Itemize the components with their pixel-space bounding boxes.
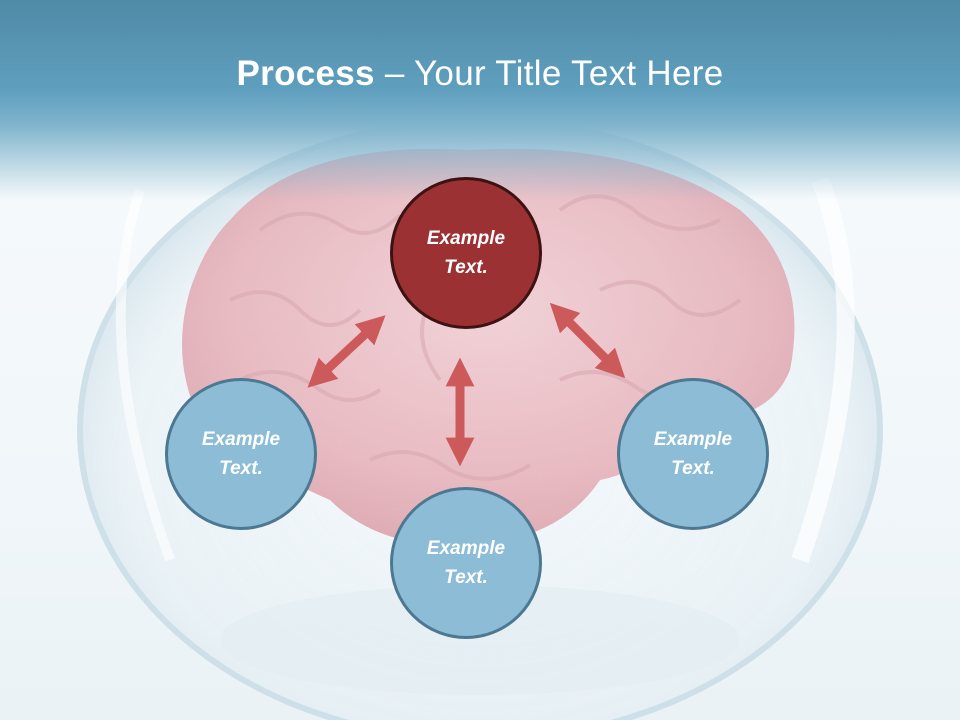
node-bottom-line2: Text. <box>444 567 488 588</box>
node-bottom: Example Text. <box>390 487 542 639</box>
header-band <box>0 0 960 200</box>
slide-title: Process – Your Title Text Here <box>0 54 960 94</box>
node-top-line1: Example <box>426 228 506 249</box>
node-left: Example Text. <box>165 378 317 530</box>
node-right-line2: Text. <box>671 458 715 479</box>
node-right-line1: Example <box>653 429 733 450</box>
node-top-line2: Text. <box>444 257 488 278</box>
node-right: Example Text. <box>617 378 769 530</box>
node-top: Example Text. <box>390 177 542 329</box>
node-left-line2: Text. <box>219 458 263 479</box>
title-bold: Process <box>236 54 375 93</box>
title-rest: – Your Title Text Here <box>374 54 724 93</box>
node-bottom-line1: Example <box>426 538 506 559</box>
node-left-line1: Example <box>201 429 281 450</box>
